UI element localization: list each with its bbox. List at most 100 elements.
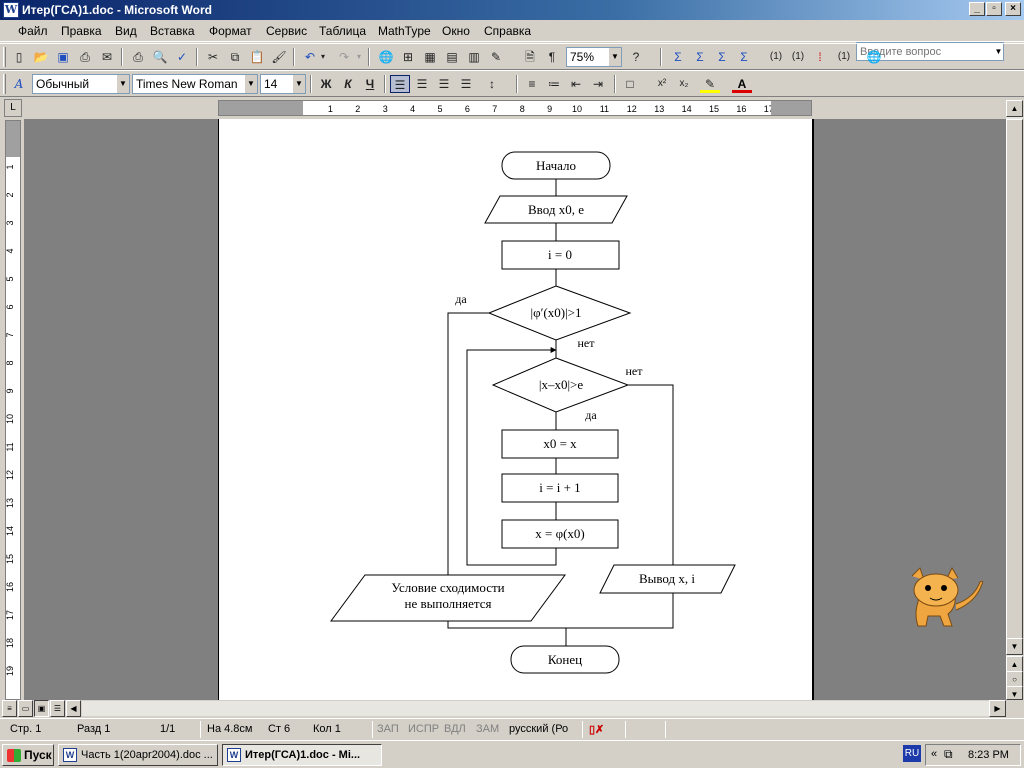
insert-equation-reference-icon[interactable]: (1) <box>791 51 805 62</box>
scroll-down-icon[interactable]: ▼ <box>1006 638 1023 655</box>
line-spacing-icon[interactable]: ↕ <box>489 77 495 91</box>
spelling-icon[interactable]: ✓ <box>176 50 188 64</box>
scroll-up-icon[interactable]: ▲ <box>1006 100 1023 117</box>
close-button[interactable]: × <box>1005 2 1021 16</box>
language-indicator[interactable]: RU <box>903 745 921 762</box>
zoom-select[interactable]: 75%▼ <box>566 47 622 67</box>
menu-tools[interactable]: Сервис <box>266 24 308 38</box>
minimize-button[interactable]: _ <box>969 2 985 16</box>
vertical-scrollbar[interactable]: ▲ ▼ ▲ ○ ▼ <box>1006 100 1023 700</box>
print-icon[interactable]: ⎙ <box>133 50 143 64</box>
zoom-dropdown-icon[interactable]: ▼ <box>608 48 621 66</box>
start-button[interactable]: Пуск <box>2 744 54 766</box>
menu-insert[interactable]: Вставка <box>150 24 195 38</box>
font-dropdown-icon[interactable]: ▼ <box>244 75 257 93</box>
sum-icon[interactable]: Σ <box>674 50 682 64</box>
toolbar-grip[interactable] <box>3 47 6 67</box>
maximize-button[interactable]: ▫ <box>986 2 1002 16</box>
menu-format[interactable]: Формат <box>209 24 252 38</box>
bold-button[interactable]: Ж <box>320 77 332 91</box>
superscript-icon[interactable]: x² <box>657 78 667 89</box>
horizontal-ruler[interactable]: 3211234567891011121314151617 <box>218 100 812 116</box>
network-icon[interactable]: ⧉ <box>944 747 953 761</box>
paste-icon[interactable]: 📋 <box>249 50 265 64</box>
undo-icon[interactable]: ↶ <box>304 50 316 64</box>
update-equation-numbers-icon[interactable]: (1) <box>837 51 851 62</box>
scroll-left-icon[interactable]: ◀ <box>66 700 81 717</box>
pilcrow-icon[interactable]: ¶ <box>548 50 556 64</box>
underline-button[interactable]: Ч <box>365 77 375 91</box>
redo-dropdown-icon[interactable]: ▾ <box>356 52 361 61</box>
save-icon[interactable]: ▣ <box>57 50 69 64</box>
web-globe-icon[interactable]: 🌐 <box>866 50 882 64</box>
scroll-thumb[interactable] <box>1006 119 1023 639</box>
word-icon[interactable]: W <box>3 2 19 18</box>
style-dropdown-icon[interactable]: ▼ <box>116 75 129 93</box>
cut-icon[interactable]: ✂ <box>207 50 219 64</box>
undo-dropdown-icon[interactable]: ▾ <box>320 52 325 61</box>
sum-above-icon[interactable]: Σ <box>696 50 704 64</box>
clock[interactable]: 8:23 PM <box>968 749 1009 761</box>
style-select[interactable]: Обычный▼ <box>32 74 130 94</box>
highlight-icon[interactable]: ✎ <box>700 75 720 93</box>
insert-table-icon[interactable]: ▦ <box>424 50 436 64</box>
align-center-icon[interactable]: ☰ <box>416 77 428 91</box>
numbering-icon[interactable]: ≡ <box>528 77 536 91</box>
subscript-icon[interactable]: x₂ <box>679 78 689 89</box>
status-track-changes[interactable]: ИСПР <box>408 723 440 735</box>
redo-icon[interactable]: ↷ <box>338 50 350 64</box>
columns-icon[interactable]: ▥ <box>468 50 480 64</box>
next-page-icon[interactable]: ▼ <box>1006 686 1023 700</box>
borders-icon[interactable]: □ <box>626 77 634 91</box>
previous-page-icon[interactable]: ▲ <box>1006 656 1023 673</box>
copy-icon[interactable]: ⧉ <box>230 50 240 64</box>
font-size-select[interactable]: 14▼ <box>260 74 306 94</box>
help-icon[interactable]: ? <box>632 50 640 64</box>
insert-numbered-equation-icon[interactable]: (1) <box>769 51 783 62</box>
spelling-status-icon[interactable]: ▯✗ <box>589 724 605 736</box>
permission-icon[interactable]: ⎙ <box>80 50 90 64</box>
print-preview-icon[interactable]: 🔍 <box>152 50 168 64</box>
format-painter-icon[interactable]: 🖌 <box>271 50 287 64</box>
normal-view-icon[interactable]: ≡ <box>2 700 17 717</box>
sum-left-icon[interactable]: Σ <box>718 50 726 64</box>
menu-file[interactable]: Файл <box>18 24 48 38</box>
help-search-input[interactable] <box>856 42 1004 61</box>
align-left-icon[interactable]: ☰ <box>390 75 410 93</box>
hyperlink-icon[interactable]: 🌐 <box>378 50 394 64</box>
styles-pane-icon[interactable]: A <box>14 77 24 91</box>
insert-excel-icon[interactable]: ▤ <box>446 50 458 64</box>
font-color-icon[interactable]: A <box>732 75 752 93</box>
email-icon[interactable]: ✉ <box>101 50 113 64</box>
menu-window[interactable]: Окно <box>442 24 470 38</box>
new-document-icon[interactable]: ▯ <box>15 50 23 64</box>
print-layout-icon[interactable]: ▣ <box>34 700 49 717</box>
hscroll-track[interactable] <box>82 701 989 716</box>
scroll-right-icon[interactable]: ▶ <box>989 700 1006 717</box>
status-extend[interactable]: ВДЛ <box>444 723 466 735</box>
italic-button[interactable]: К <box>344 77 352 91</box>
open-folder-icon[interactable]: 📂 <box>33 50 49 64</box>
align-right-icon[interactable]: ☰ <box>438 77 450 91</box>
font-size-dropdown-icon[interactable]: ▼ <box>292 75 305 93</box>
browse-object-icon[interactable]: ○ <box>1006 671 1023 688</box>
increase-indent-icon[interactable]: ⇥ <box>592 77 604 91</box>
web-layout-icon[interactable]: ▭ <box>18 700 33 717</box>
menu-table[interactable]: Таблица <box>319 24 367 38</box>
document-page[interactable]: Начало Ввод x0, e i = 0 |φ′(x0)|>1 |x–x0… <box>218 119 814 700</box>
menu-edit[interactable]: Правка <box>61 24 102 38</box>
font-select[interactable]: Times New Roman▼ <box>132 74 258 94</box>
menu-mathtype[interactable]: MathType <box>378 24 431 38</box>
status-record[interactable]: ЗАП <box>377 723 399 735</box>
sum-right-icon[interactable]: Σ <box>740 50 748 64</box>
office-assistant-cat[interactable] <box>900 562 990 635</box>
insert-chapter-break-icon[interactable]: ⁞ <box>818 50 822 64</box>
justify-icon[interactable]: ☰ <box>460 77 472 91</box>
tables-borders-icon[interactable]: ⊞ <box>402 50 414 64</box>
tray-expand-icon[interactable]: « <box>931 748 938 760</box>
status-overtype[interactable]: ЗАМ <box>476 723 500 735</box>
bullets-icon[interactable]: ≔ <box>548 77 560 91</box>
tab-selector-icon[interactable]: L <box>4 99 22 117</box>
